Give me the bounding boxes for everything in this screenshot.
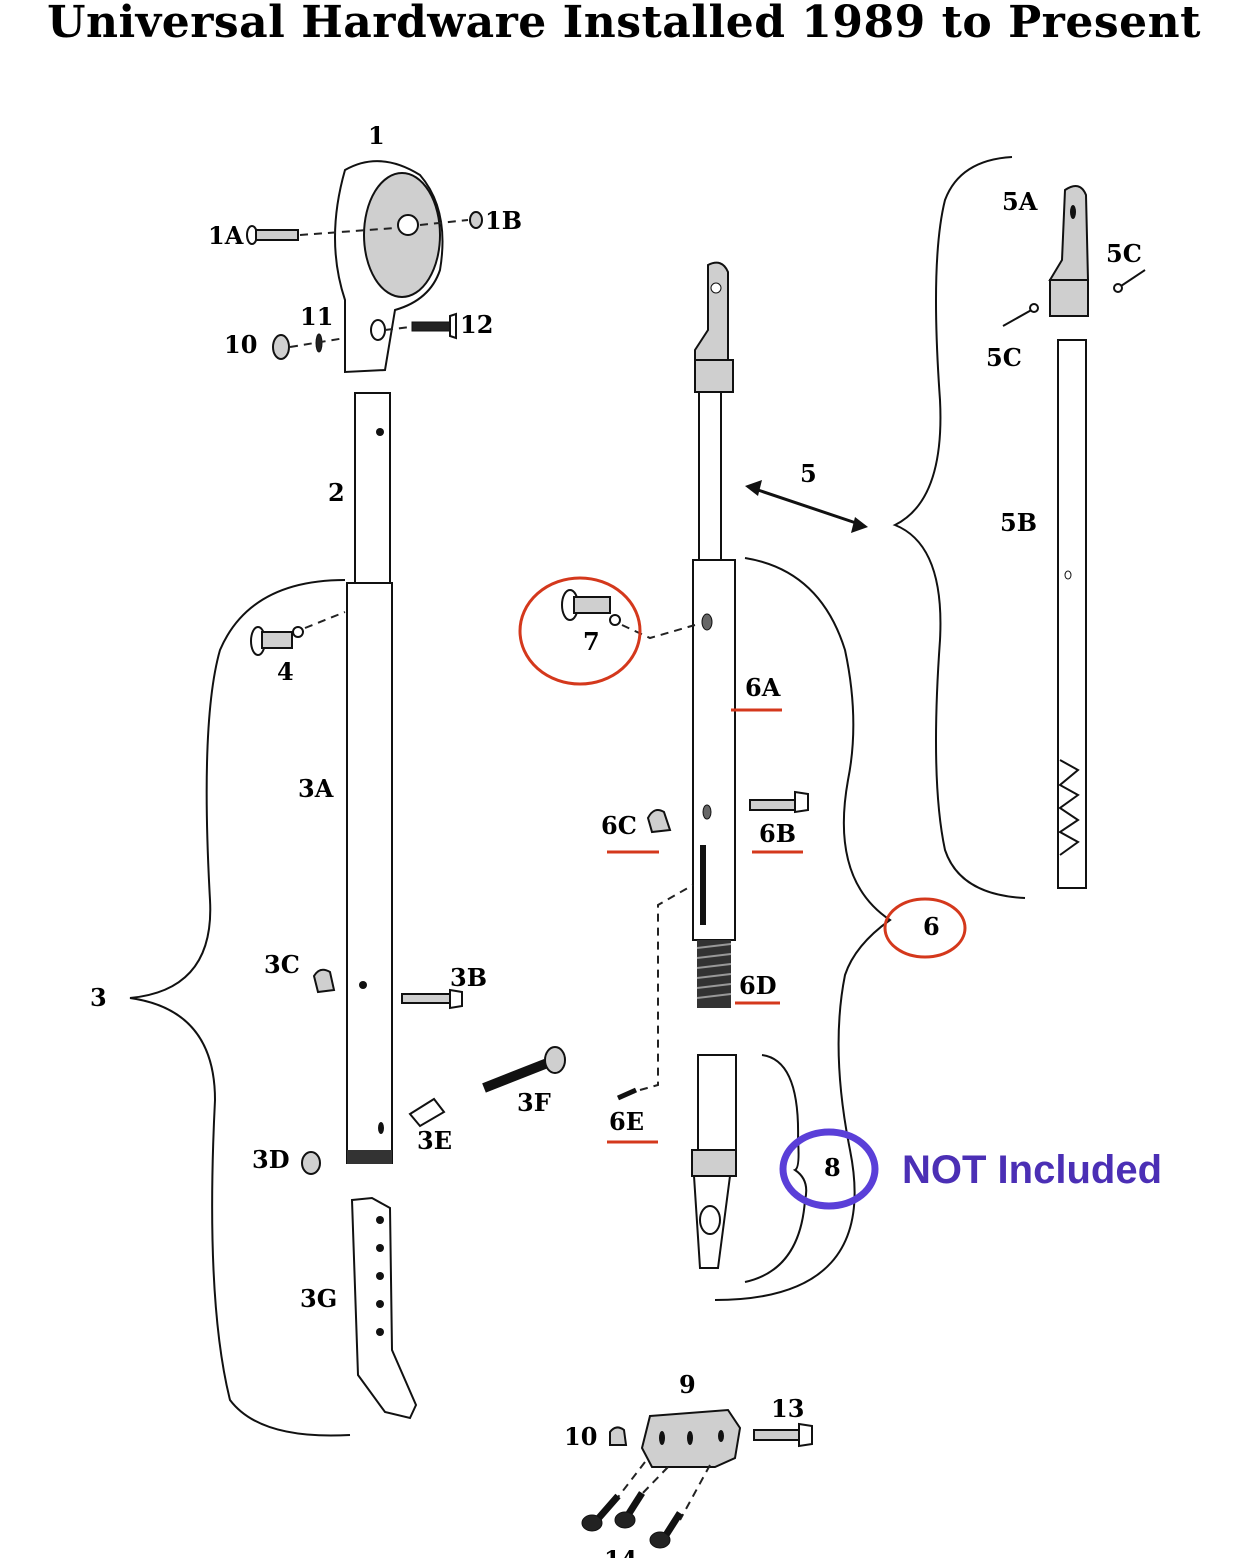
label-5C-top: 5C: [1106, 239, 1142, 268]
label-6B: 6B: [759, 819, 796, 848]
label-5C-bottom: 5C: [986, 343, 1022, 372]
part-8-lower-assembly: [691, 1054, 737, 1269]
label-1B: 1B: [485, 206, 522, 235]
brace-part-8: [744, 1054, 808, 1283]
label-3G: 3G: [300, 1284, 337, 1313]
label-10-top: 10: [224, 330, 257, 359]
part-9-bracket: [640, 1408, 742, 1468]
label-3D: 3D: [252, 1145, 290, 1174]
diagram-title: Universal Hardware Installed 1989 to Pre…: [47, 0, 1201, 48]
callout-circle-7: [518, 576, 642, 686]
part-10-nut: [272, 334, 290, 360]
underline-markers: [607, 708, 803, 1144]
label-3F: 3F: [517, 1088, 551, 1117]
label-6: 6: [923, 912, 940, 941]
label-10-bottom: 10: [564, 1422, 597, 1451]
part-1B-nut: [469, 211, 483, 229]
label-1: 1: [368, 121, 385, 150]
label-7: 7: [583, 627, 600, 656]
part-5A-fitting: [1048, 185, 1090, 317]
part-2-tube: [354, 392, 391, 584]
part-5C-pin-top: [1113, 269, 1146, 293]
label-1A: 1A: [208, 221, 244, 250]
callout-circle-6: [883, 897, 967, 959]
brace-part-5: [892, 156, 1026, 899]
label-3A: 3A: [298, 774, 334, 803]
part-13-bolt: [753, 1422, 813, 1448]
part-6D-spring: [696, 940, 732, 1008]
part-6C-cap-nut: [646, 809, 672, 834]
part-10-cap-nut: [609, 1426, 628, 1446]
part-3F-bolt: [482, 1046, 566, 1093]
part-1-bracket: [334, 160, 444, 374]
part-5-top-fitting: [694, 261, 734, 393]
label-14: 14: [604, 1545, 637, 1558]
part-1A-bolt: [246, 225, 299, 245]
label-6C: 6C: [601, 811, 637, 840]
label-2: 2: [328, 478, 345, 507]
arrow-5: [745, 480, 868, 533]
brace-part-3: [129, 579, 351, 1437]
label-6E: 6E: [609, 1107, 644, 1136]
part-14-screws: [581, 1461, 711, 1549]
part-6E-pin: [616, 1087, 638, 1101]
part-3A-tube: [346, 582, 393, 1164]
part-3D-nut: [301, 1151, 321, 1175]
not-included-note: NOT Included: [902, 1148, 1162, 1192]
label-11: 11: [300, 302, 333, 331]
part-6B-bolt: [749, 790, 809, 814]
label-13: 13: [771, 1394, 804, 1423]
label-6A: 6A: [745, 673, 781, 702]
label-6D: 6D: [739, 971, 777, 1000]
label-12: 12: [460, 310, 493, 339]
part-3E-spacer: [408, 1097, 446, 1128]
label-3: 3: [90, 983, 107, 1012]
part-12-screw: [411, 312, 457, 340]
part-4-pin: [250, 626, 304, 656]
label-5A: 5A: [1002, 187, 1038, 216]
part-6A-tube: [692, 559, 736, 941]
part-5C-pin-bottom: [1002, 303, 1039, 327]
label-5: 5: [800, 459, 817, 488]
callout-circle-8: [779, 1128, 879, 1210]
part-7-pin: [561, 589, 621, 626]
part-3G-bracket: [350, 1196, 418, 1420]
label-8: 8: [824, 1153, 841, 1182]
part-5B-rail: [1057, 339, 1087, 889]
label-5B: 5B: [1000, 508, 1037, 537]
label-9: 9: [679, 1370, 696, 1399]
label-3B: 3B: [450, 963, 487, 992]
part-5-rod: [698, 391, 722, 561]
label-3C: 3C: [264, 950, 300, 979]
part-3B-bolt: [401, 988, 463, 1010]
part-3C-cap-nut: [312, 968, 336, 994]
label-4: 4: [277, 657, 294, 686]
label-3E: 3E: [417, 1126, 452, 1155]
